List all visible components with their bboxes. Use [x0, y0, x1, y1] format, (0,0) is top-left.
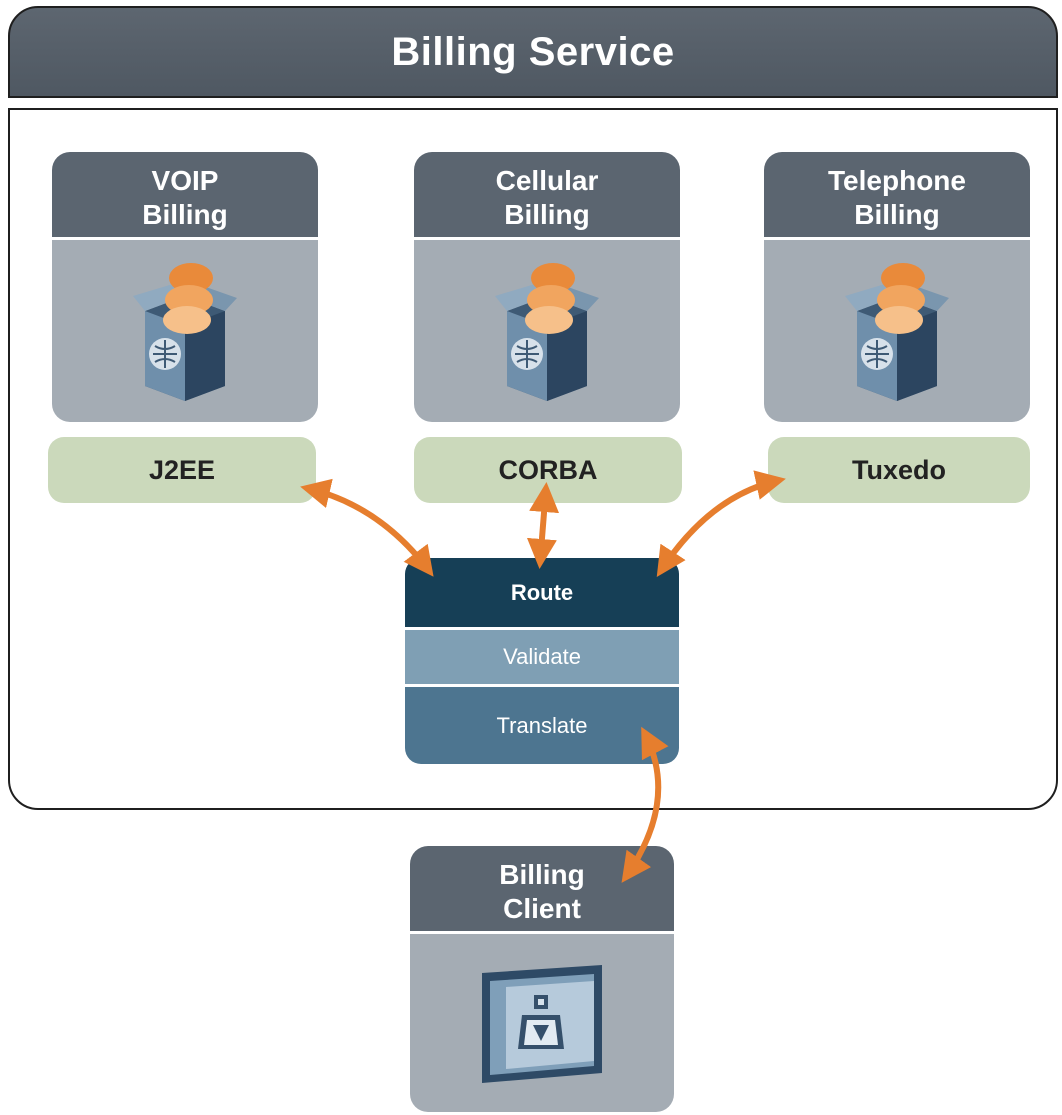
tuxedo-label: Tuxedo [768, 437, 1030, 503]
telephone-billing-title-line2: Billing [854, 199, 940, 230]
telephone-billing-card: Telephone Billing [764, 152, 1030, 422]
voip-billing-title-line2: Billing [142, 199, 228, 230]
cellular-billing-title-line2: Billing [504, 199, 590, 230]
voip-billing-header: VOIP Billing [52, 152, 318, 240]
voip-billing-card: VOIP Billing [52, 152, 318, 422]
message-pipeline: Route Validate Translate [405, 558, 679, 764]
billing-client-body [410, 934, 674, 1112]
software-package-icon [133, 263, 237, 401]
telephone-billing-header: Telephone Billing [764, 152, 1030, 240]
cellular-billing-title-line1: Cellular [495, 165, 599, 196]
software-package-icon [495, 263, 599, 401]
validate-stage: Validate [405, 630, 679, 687]
route-stage: Route [405, 558, 679, 630]
voip-billing-title-line1: VOIP [151, 165, 219, 196]
j2ee-to-route-arrow [300, 478, 434, 577]
tuxedo-to-route-arrow [656, 470, 786, 578]
billing-service-title-bar: Billing Service [8, 6, 1058, 98]
diagram-title: Billing Service [391, 29, 675, 74]
cellular-billing-body [414, 240, 680, 422]
billing-client-title-line2: Client [503, 893, 581, 924]
telephone-billing-body [764, 240, 1030, 422]
telephone-billing-title-line1: Telephone [828, 165, 966, 196]
translate-to-client-arrow [621, 726, 669, 883]
voip-billing-body [52, 240, 318, 422]
j2ee-label: J2EE [48, 437, 316, 503]
cellular-billing-header: Cellular Billing [414, 152, 680, 240]
cellular-billing-card: Cellular Billing [414, 152, 680, 422]
software-package-icon [845, 263, 949, 401]
billing-client-title-line1: Billing [499, 859, 585, 890]
corba-to-route-arrow [526, 482, 560, 569]
user-window-icon [482, 965, 602, 1083]
